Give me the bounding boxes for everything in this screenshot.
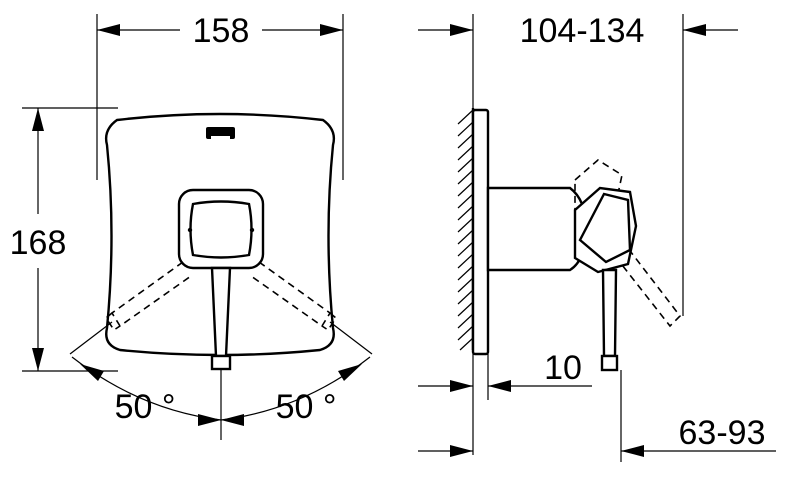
width-label: 158 — [193, 12, 250, 50]
wall-label: 10 — [544, 349, 582, 387]
angle-left-label: 50 ° — [115, 388, 176, 426]
side-lever — [601, 268, 618, 358]
side-handle-head — [573, 186, 638, 274]
wall-hatching — [457, 109, 474, 351]
side-view: 104-134 10 63-93 — [418, 12, 776, 462]
lever — [210, 266, 232, 358]
side-plate — [471, 108, 490, 356]
front-view: 158 168 — [10, 12, 373, 440]
height-label: 168 — [10, 224, 67, 262]
angle-right-label: 50 ° — [276, 388, 337, 426]
depth-label: 104-134 — [520, 12, 645, 50]
side-body — [486, 186, 588, 272]
offset-label: 63-93 — [679, 414, 766, 452]
